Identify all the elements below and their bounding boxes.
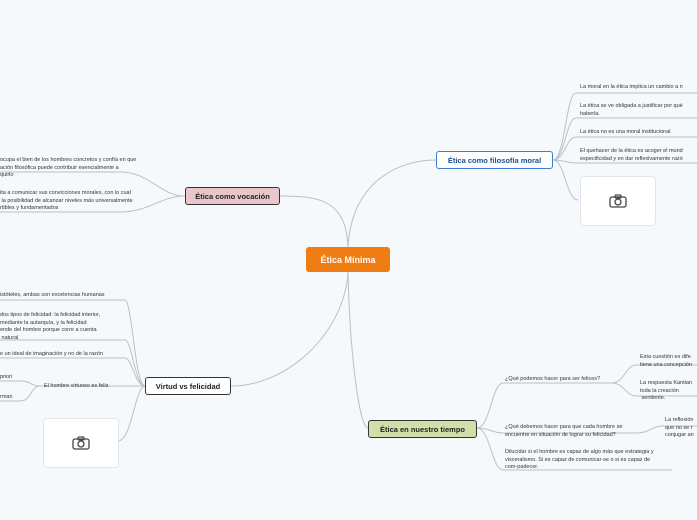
- topic-etica-como-vocacion[interactable]: Ética como vocación: [185, 187, 280, 205]
- camera-icon: [72, 436, 90, 450]
- filosofia-image-attachment[interactable]: [580, 176, 656, 226]
- filosofia-item-3[interactable]: La ética no es una moral institucional: [580, 129, 671, 135]
- filosofia-item-1[interactable]: La moral en la ética implica un cambio a…: [580, 84, 683, 90]
- filosofia-item-4[interactable]: El quehacer de la ética es acoger el mun…: [580, 148, 683, 162]
- virtud-image-attachment[interactable]: [43, 418, 119, 468]
- topic-virtud-vs-felicidad[interactable]: Virtud vs felicidad: [145, 377, 231, 395]
- topic-etica-como-filosofia-moral[interactable]: Ética como filosofía moral: [436, 151, 553, 169]
- camera-icon: [609, 194, 627, 208]
- virtud-item-4[interactable]: El hombre virtuoso es feliz: [44, 383, 109, 389]
- filosofia-item-2[interactable]: La ética se ve obligada a justificar por…: [580, 103, 683, 117]
- virtud-item-2[interactable]: dos tipos de felicidad: la felicidad int…: [0, 312, 100, 341]
- virtud-sub-item-2[interactable]: rman: [0, 394, 13, 400]
- vocacion-item-2[interactable]: ita a comunicar sus convicciones morales…: [0, 190, 133, 211]
- tiempo-sub-item-2[interactable]: La respuesta Kantian toda la creación se…: [640, 380, 692, 401]
- virtud-item-3[interactable]: e un ideal de imaginación y no de la raz…: [0, 351, 104, 357]
- topic-etica-en-nuestro-tiempo[interactable]: Ética en nuestro tiempo: [368, 420, 477, 438]
- central-topic[interactable]: Ética Mínima: [306, 247, 390, 272]
- tiempo-sub-item-3[interactable]: La reflexión que no se r conjugar an: [665, 417, 694, 438]
- virtud-sub-item-1[interactable]: priori: [0, 374, 13, 380]
- tiempo-sub-item-1[interactable]: Esta cuestión es dife tiene una concepci…: [640, 354, 692, 368]
- vocacion-item-1[interactable]: ocupa el bien de los hombres concretos y…: [0, 157, 137, 178]
- tiempo-item-2[interactable]: ¿Qué debemos hacer para que cada hombre …: [505, 424, 623, 438]
- tiempo-item-1[interactable]: ¿Qué podemos hacer para ser felices?: [505, 376, 601, 382]
- virtud-item-1[interactable]: istóteles, ambas son excelencias humanas: [0, 292, 105, 298]
- tiempo-item-3[interactable]: Dilucidar si el hombre es capaz de algo …: [505, 449, 654, 470]
